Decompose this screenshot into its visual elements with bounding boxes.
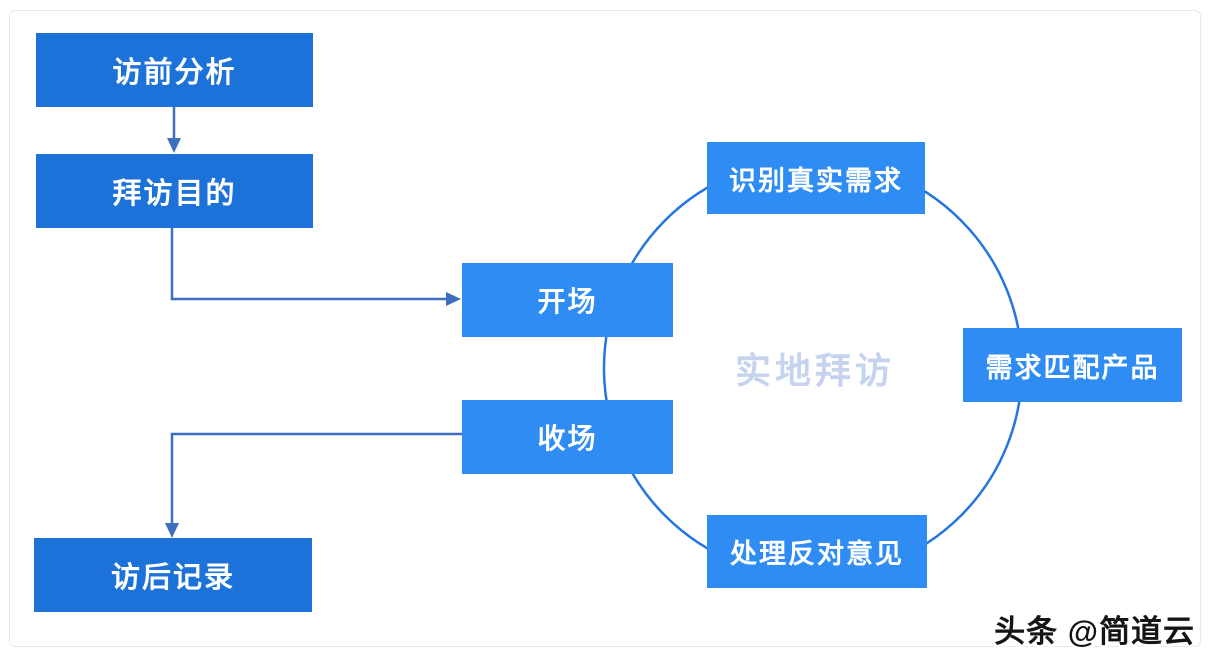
node-label: 需求匹配产品 bbox=[985, 352, 1160, 383]
cycle-center-label: 实地拜访 bbox=[734, 350, 895, 391]
node-label: 处理反对意见 bbox=[730, 539, 904, 569]
node-label: 拜访目的 bbox=[112, 178, 237, 210]
node-pre-visit-analysis: 访前分析 bbox=[36, 33, 313, 107]
node-label: 识别真实需求 bbox=[729, 165, 903, 196]
node-label: 开场 bbox=[537, 286, 598, 317]
node-visit-purpose: 拜访目的 bbox=[36, 154, 313, 228]
node-post-visit-record: 访后记录 bbox=[34, 538, 312, 612]
watermark-text: 头条 @简道云 bbox=[994, 614, 1195, 649]
node-handle-objections: 处理反对意见 bbox=[707, 515, 927, 588]
node-label: 访前分析 bbox=[112, 57, 237, 89]
node-identify-real-needs: 识别真实需求 bbox=[707, 142, 925, 214]
node-closing: 收场 bbox=[462, 400, 673, 474]
node-match-needs-product: 需求匹配产品 bbox=[963, 328, 1182, 402]
node-label: 收场 bbox=[537, 423, 598, 454]
node-opening: 开场 bbox=[462, 263, 673, 337]
node-label: 访后记录 bbox=[110, 562, 235, 594]
